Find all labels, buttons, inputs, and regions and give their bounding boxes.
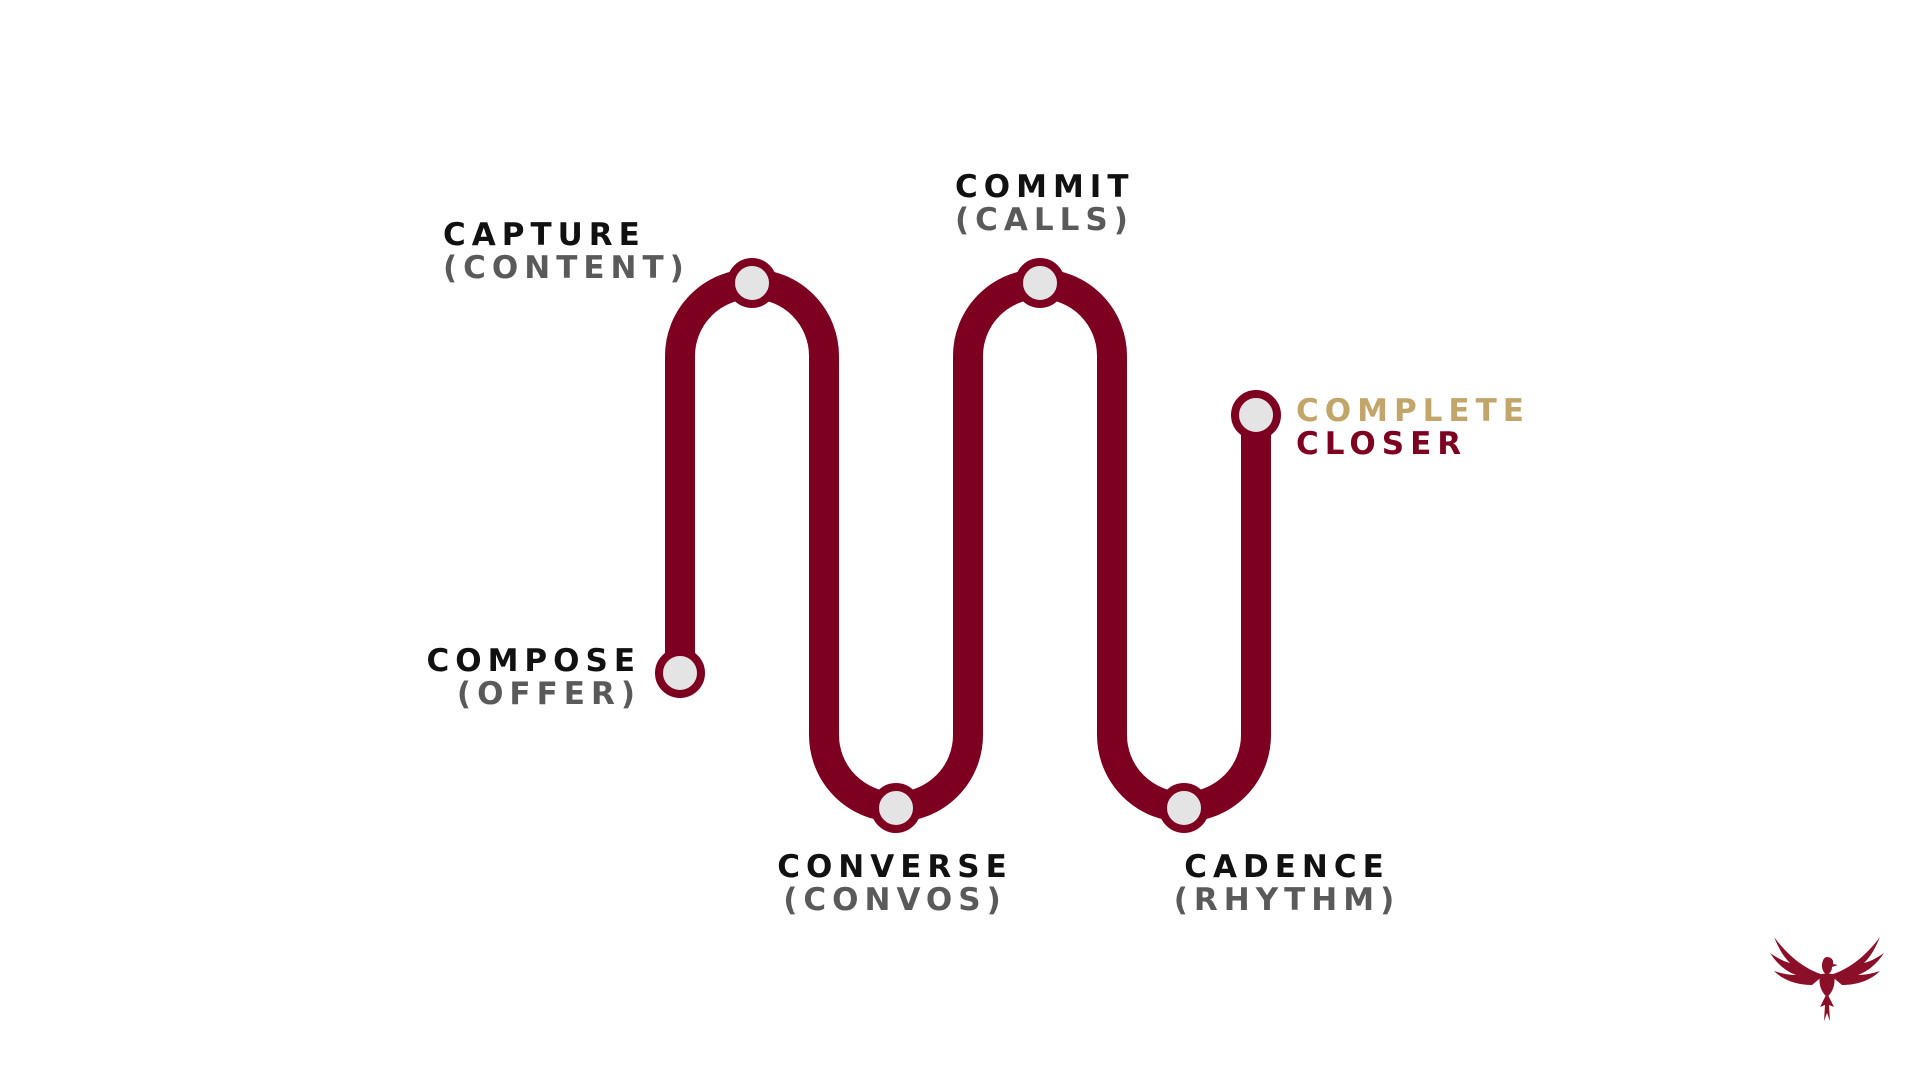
step-subtitle: (OFFER): [456, 676, 641, 712]
step-title: CADENCE: [1184, 849, 1390, 885]
step-subtitle: (RHYTHM): [1173, 882, 1401, 918]
step-title: COMMIT: [955, 169, 1135, 205]
final-line-complete: COMPLETE: [1296, 393, 1530, 429]
node-commit: [1015, 258, 1065, 308]
step-label-compose: COMPOSE (OFFER): [426, 645, 641, 711]
step-title: CONVERSE: [777, 849, 1013, 885]
node-compose: [655, 648, 705, 698]
step-subtitle: (CONTENT): [443, 250, 690, 286]
step-subtitle: (CONVOS): [783, 882, 1007, 918]
step-label-cadence: CADENCE (RHYTHM): [1172, 851, 1402, 917]
step-label-commit: COMMIT (CALLS): [955, 171, 1134, 237]
node-converse: [871, 783, 921, 833]
step-subtitle: (CALLS): [955, 202, 1134, 238]
phoenix-logo-icon: [1770, 937, 1884, 1021]
step-label-capture: CAPTURE (CONTENT): [443, 219, 690, 285]
node-cadence: [1159, 783, 1209, 833]
node-capture: [727, 258, 777, 308]
final-label-complete-closer: COMPLETE CLOSER: [1296, 395, 1530, 461]
step-label-converse: CONVERSE (CONVOS): [765, 851, 1025, 917]
final-line-closer: CLOSER: [1296, 426, 1468, 462]
journey-path: [665, 269, 1271, 822]
node-complete: [1231, 390, 1281, 440]
step-title: CAPTURE: [443, 217, 646, 253]
step-title: COMPOSE: [426, 643, 641, 679]
